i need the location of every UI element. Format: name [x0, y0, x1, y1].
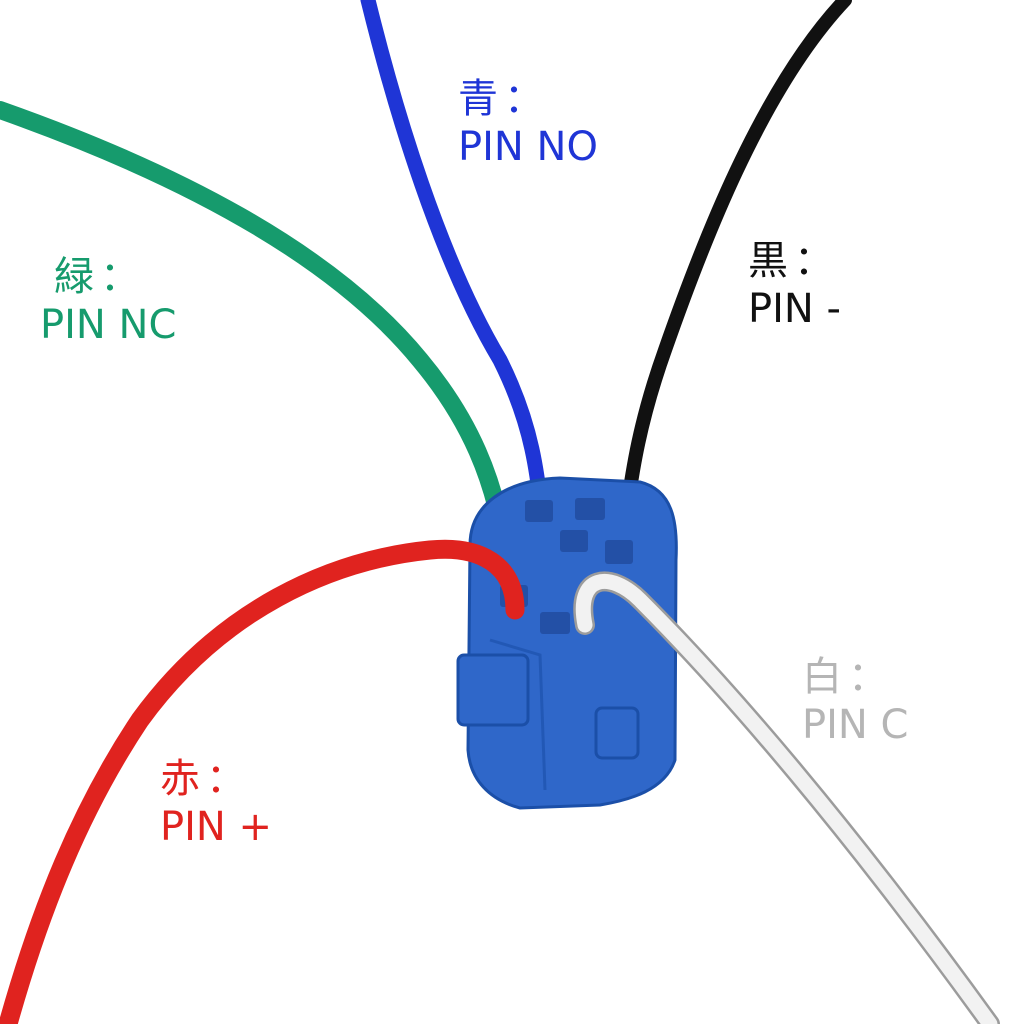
label-black-kanji: 黒：	[748, 238, 840, 284]
black-wire	[618, 0, 852, 532]
label-green-pin-nc: 緑： PIN NC	[40, 256, 176, 346]
label-blue-pin-no: 青： PIN NO	[458, 78, 598, 168]
label-green-kanji: 緑：	[54, 254, 146, 300]
green-wire	[0, 101, 514, 559]
label-white-pin: PIN C	[802, 702, 909, 748]
red-wire	[0, 539, 525, 1024]
label-red-pin-plus: 赤： PIN +	[160, 758, 272, 848]
label-black-pin: PIN -	[748, 286, 841, 332]
blue-wire	[360, 0, 553, 568]
label-blue-pin: PIN NO	[458, 124, 598, 170]
connector-housing	[456, 476, 678, 810]
label-red-pin: PIN +	[160, 804, 273, 850]
label-black-pin-minus: 黒： PIN -	[748, 240, 841, 330]
label-blue-kanji: 青：	[458, 76, 550, 122]
label-white-kanji: 白：	[802, 654, 894, 700]
label-red-kanji: 赤：	[160, 756, 252, 802]
label-green-pin: PIN NC	[40, 302, 177, 348]
white-wire	[575, 573, 998, 1024]
connector-cavities	[500, 498, 633, 634]
label-white-pin-c: 白： PIN C	[802, 656, 908, 746]
